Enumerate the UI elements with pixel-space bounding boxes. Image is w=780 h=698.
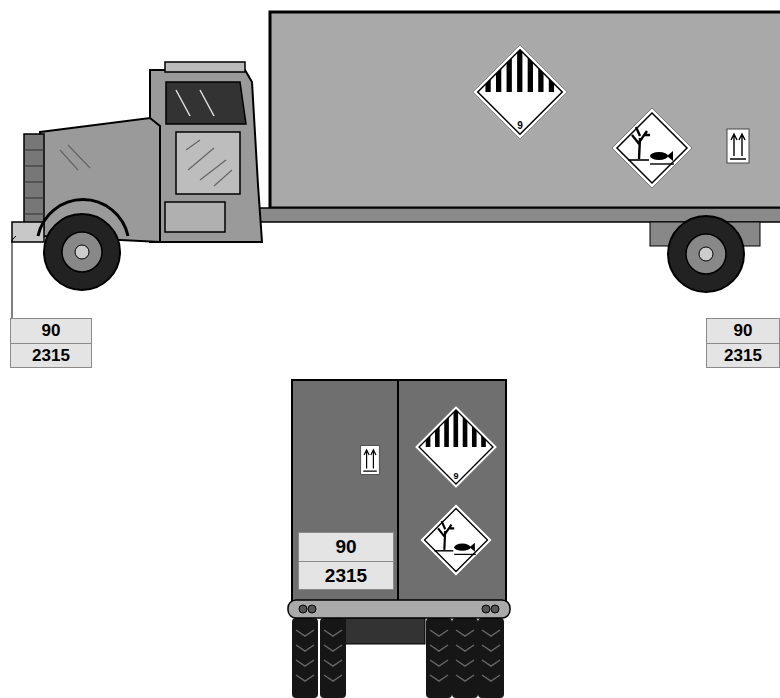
hazard-number: 90 xyxy=(299,533,393,561)
rear-dual-wheels xyxy=(292,618,504,698)
tail-lights xyxy=(299,605,499,613)
hazard-number: 90 xyxy=(707,319,779,343)
orange-plate: 902315 xyxy=(298,532,394,590)
un-number: 2315 xyxy=(299,561,393,590)
rear-bumper xyxy=(288,600,510,618)
environment-hazard-mark xyxy=(420,504,492,576)
fuel-tank xyxy=(165,202,225,232)
cab-body xyxy=(150,70,262,242)
class9-placard: 9 xyxy=(472,44,568,140)
rear-wheel xyxy=(668,216,744,292)
class-number: 9 xyxy=(414,472,498,481)
orientation-arrows xyxy=(727,129,749,163)
front-hub xyxy=(75,245,89,259)
class-number: 9 xyxy=(472,121,568,131)
front-wheel xyxy=(44,214,120,290)
rear-hub xyxy=(699,247,713,261)
orange-plate: 902315 xyxy=(10,318,92,368)
orientation-arrows xyxy=(361,446,380,475)
orange-plate: 902315 xyxy=(706,318,780,368)
windshield-glare xyxy=(176,90,214,116)
cab-roof xyxy=(165,62,245,72)
un-number: 2315 xyxy=(11,343,91,368)
door-window xyxy=(176,132,240,194)
trailer-box xyxy=(270,12,780,208)
door-divider xyxy=(397,380,399,602)
rear-axle xyxy=(345,616,425,644)
rear-rim xyxy=(686,234,726,274)
hazard-number: 90 xyxy=(11,319,91,343)
front-rim xyxy=(62,232,102,272)
grille xyxy=(24,134,44,230)
grille-bars xyxy=(24,150,44,214)
window-hatching xyxy=(186,140,232,186)
un-number: 2315 xyxy=(707,343,779,368)
hood-detail xyxy=(60,145,90,170)
environment-hazard-mark xyxy=(612,108,692,188)
windshield xyxy=(166,82,246,124)
leader-line xyxy=(12,236,16,318)
class9-placard: 9 xyxy=(414,405,498,489)
trailer-rear xyxy=(292,380,506,602)
